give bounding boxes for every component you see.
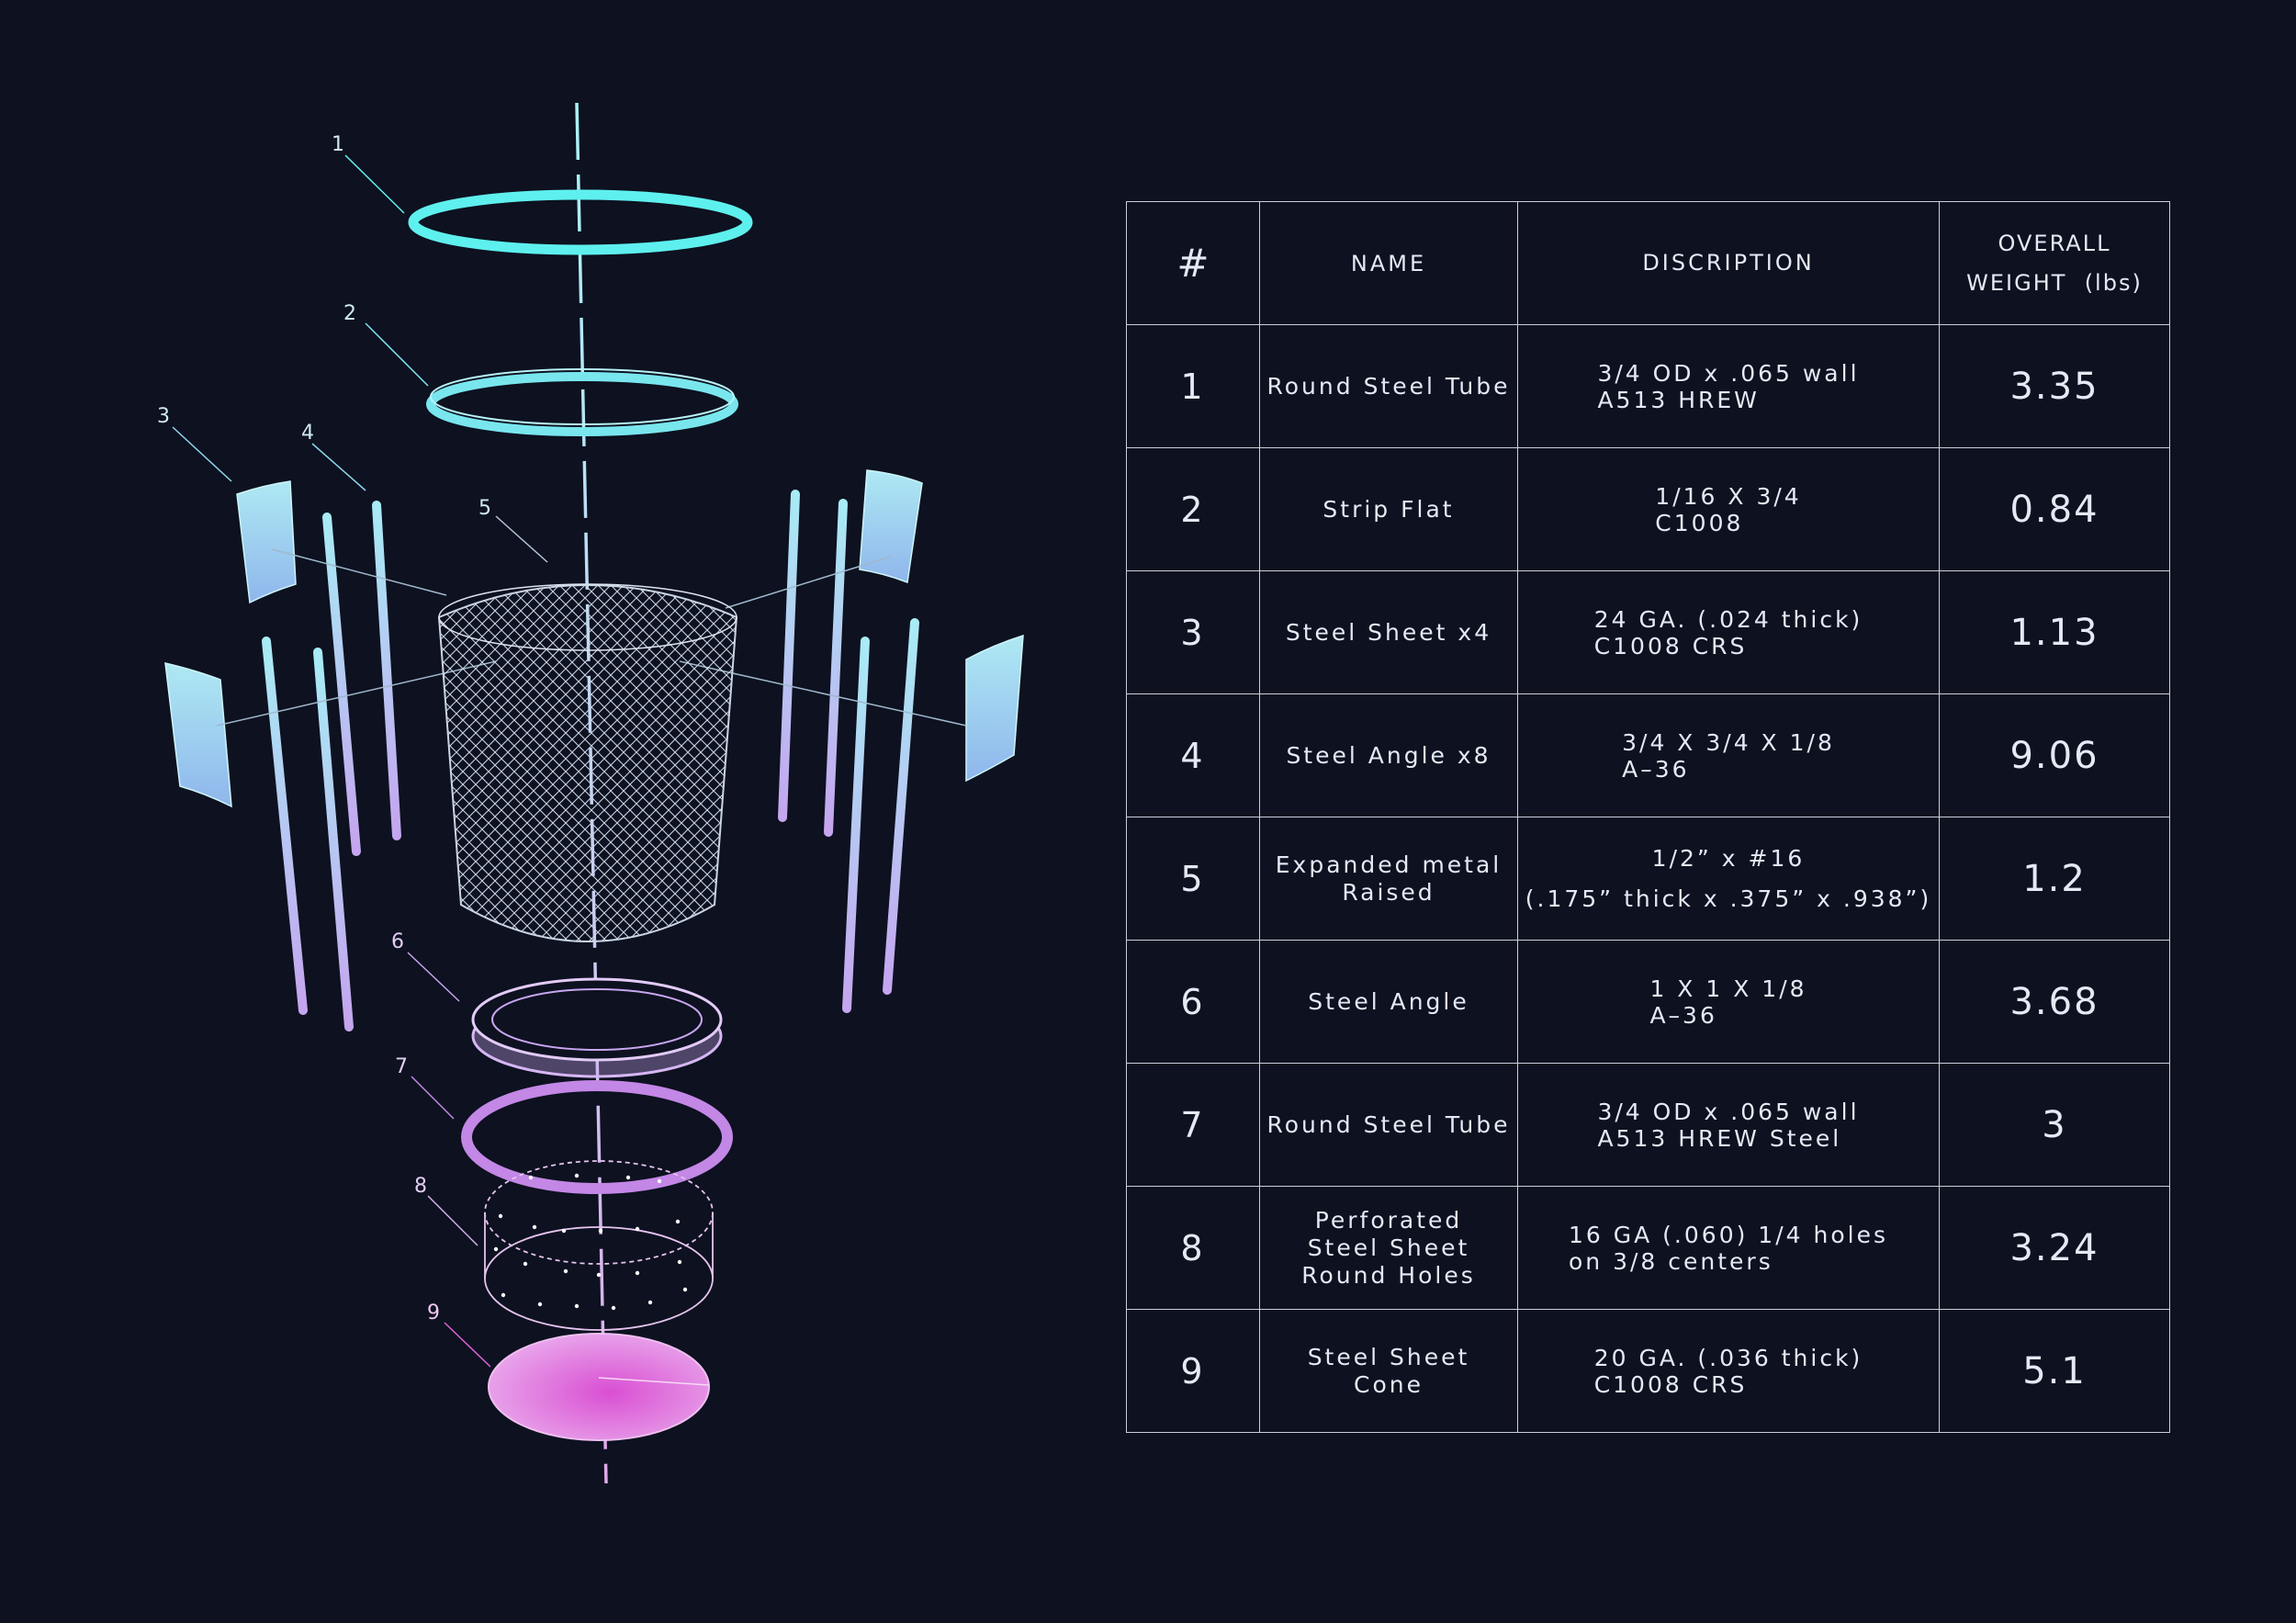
bill-of-materials-table: # NAME DISCRIPTION OVERALL WEIGHT (lbs) … xyxy=(1126,201,2170,1433)
row-number: 1 xyxy=(1126,324,1260,448)
leader-line-9 xyxy=(444,1322,491,1368)
callout-7: 7 xyxy=(395,1055,408,1078)
row-description-cell: 24 GA. (.024 thick) C1008 CRS xyxy=(1517,570,1940,694)
row-description: 3/4 OD x .065 wall A513 HREW xyxy=(1597,359,1860,413)
part-9-steel-sheet-cone xyxy=(488,1333,710,1441)
callout-8: 8 xyxy=(414,1175,427,1198)
row-description: 24 GA. (.024 thick) C1008 CRS xyxy=(1593,605,1863,659)
leader-line-1 xyxy=(344,154,405,214)
leader-line-3 xyxy=(172,426,232,482)
row-description: 16 GA (.060) 1/4 holes on 3/8 centers xyxy=(1569,1221,1888,1275)
callout-1: 1 xyxy=(332,133,344,156)
row-description-cell: 3/4 OD x .065 wall A513 HREW xyxy=(1517,324,1940,448)
row-number: 8 xyxy=(1126,1186,1260,1310)
row-weight: 0.84 xyxy=(1939,447,2170,571)
row-description: 1/16 X 3/4 C1008 xyxy=(1655,482,1802,536)
leader-line-4 xyxy=(311,443,366,491)
row-description-cell: 1/2” x #16 (.175” thick x .375” x .938”) xyxy=(1517,817,1940,941)
row-name: Steel Angle x8 xyxy=(1259,693,1518,817)
part-1-round-steel-tube xyxy=(408,189,753,255)
row-description-cell: 1/16 X 3/4 C1008 xyxy=(1517,447,1940,571)
part-5-expanded-metal-cup xyxy=(437,583,738,942)
header-description: DISCRIPTION xyxy=(1517,201,1940,325)
row-name: Steel Sheet x4 xyxy=(1259,570,1518,694)
row-weight: 9.06 xyxy=(1939,693,2170,817)
part-2-strip-flat xyxy=(426,368,738,436)
row-description: 3/4 X 3/4 X 1/8 A–36 xyxy=(1622,728,1835,783)
header-name: NAME xyxy=(1259,201,1518,325)
row-weight: 1.13 xyxy=(1939,570,2170,694)
row-description: 1 X 1 X 1/8 A–36 xyxy=(1649,975,1807,1029)
row-description-cell: 20 GA. (.036 thick) C1008 CRS xyxy=(1517,1309,1940,1433)
row-description: 3/4 OD x .065 wall A513 HREW Steel xyxy=(1597,1098,1860,1152)
row-description: 1/2” x #16 (.175” thick x .375” x .938”) xyxy=(1525,844,1932,912)
leader-line-8 xyxy=(427,1195,478,1246)
row-number: 3 xyxy=(1126,570,1260,694)
exploded-assembly-diagram: 1 2 3 4 5 xyxy=(157,102,1024,1484)
row-number: 9 xyxy=(1126,1309,1260,1433)
row-name: Steel Angle xyxy=(1259,940,1518,1064)
row-name: Perforated Steel Sheet Round Holes xyxy=(1259,1186,1518,1310)
row-weight: 3 xyxy=(1939,1063,2170,1187)
header-weight-line1: OVERALL xyxy=(1998,230,2111,256)
table-header-row: # NAME DISCRIPTION OVERALL WEIGHT (lbs) xyxy=(1126,201,2170,325)
row-weight: 5.1 xyxy=(1939,1309,2170,1433)
callout-2: 2 xyxy=(343,302,356,325)
leader-line-7 xyxy=(411,1076,455,1120)
row-description-cell: 16 GA (.060) 1/4 holes on 3/8 centers xyxy=(1517,1186,1940,1310)
row-name: Expanded metal Raised xyxy=(1259,817,1518,941)
row-number: 6 xyxy=(1126,940,1260,1064)
part-3-steel-sheets xyxy=(164,469,1024,808)
row-name: Strip Flat xyxy=(1259,447,1518,571)
row-description: 20 GA. (.036 thick) C1008 CRS xyxy=(1593,1344,1863,1398)
callout-9: 9 xyxy=(427,1302,440,1324)
callout-5: 5 xyxy=(478,497,491,520)
row-number: 2 xyxy=(1126,447,1260,571)
part-7-round-steel-tube xyxy=(461,1080,733,1194)
row-number: 7 xyxy=(1126,1063,1260,1187)
callout-3: 3 xyxy=(157,405,170,428)
header-number: # xyxy=(1126,201,1260,325)
row-description-cell: 3/4 OD x .065 wall A513 HREW Steel xyxy=(1517,1063,1940,1187)
row-description-cell: 3/4 X 3/4 X 1/8 A–36 xyxy=(1517,693,1940,817)
callout-4: 4 xyxy=(301,422,314,445)
leader-line-6 xyxy=(407,952,460,1002)
row-name: Steel Sheet Cone xyxy=(1259,1309,1518,1433)
leader-line-2 xyxy=(365,322,429,387)
row-weight: 1.2 xyxy=(1939,817,2170,941)
callout-6: 6 xyxy=(391,930,404,953)
part-6-steel-angle-ring xyxy=(471,977,723,1078)
header-weight: OVERALL WEIGHT (lbs) xyxy=(1939,201,2170,325)
row-description-cell: 1 X 1 X 1/8 A–36 xyxy=(1517,940,1940,1064)
row-name: Round Steel Tube xyxy=(1259,1063,1518,1187)
row-weight: 3.24 xyxy=(1939,1186,2170,1310)
row-number: 5 xyxy=(1126,817,1260,941)
part-8-perforated-sheet xyxy=(484,1160,714,1331)
header-weight-line2: WEIGHT (lbs) xyxy=(1966,269,2143,296)
row-weight: 3.35 xyxy=(1939,324,2170,448)
row-weight: 3.68 xyxy=(1939,940,2170,1064)
row-number: 4 xyxy=(1126,693,1260,817)
row-name: Round Steel Tube xyxy=(1259,324,1518,448)
leader-line-5 xyxy=(495,515,548,563)
